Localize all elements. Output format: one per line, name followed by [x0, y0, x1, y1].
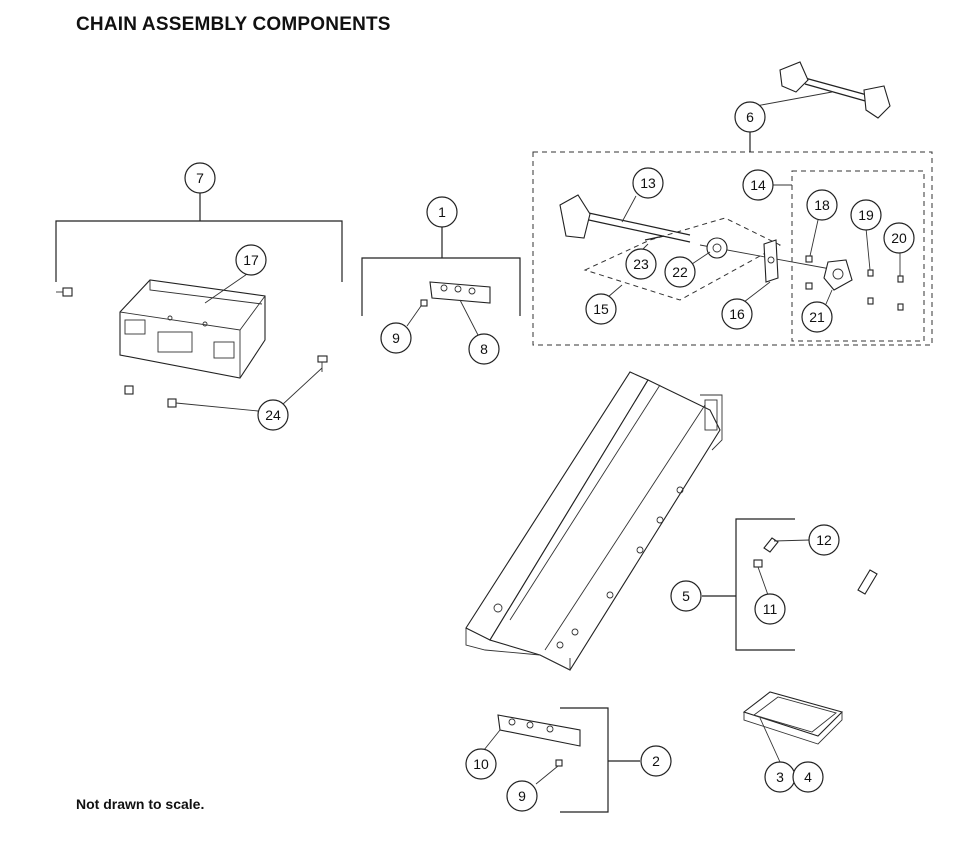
- svg-text:10: 10: [473, 756, 489, 772]
- plate-part-10: [483, 714, 581, 751]
- callout-1[interactable]: 1: [426, 196, 458, 228]
- svg-text:8: 8: [480, 341, 488, 357]
- housing-box-part-17: [119, 279, 266, 379]
- callout-6[interactable]: 6: [734, 101, 766, 133]
- bolt-small-left: [56, 287, 73, 297]
- bearing-part-21: [823, 259, 853, 305]
- callout-10[interactable]: 10: [465, 748, 497, 780]
- callout-4[interactable]: 4: [792, 761, 824, 793]
- bolt-lower-mid: [167, 398, 177, 408]
- callout-11[interactable]: 11: [754, 593, 786, 625]
- plate-part-8: [429, 281, 491, 304]
- svg-text:7: 7: [196, 170, 204, 186]
- plate-group-1: [361, 227, 521, 336]
- bolt-small-lower: [124, 385, 134, 395]
- sprocket-part-22: [691, 237, 728, 265]
- scale-note: Not drawn to scale.: [76, 796, 205, 812]
- nut-part-11: [753, 559, 769, 596]
- bolt-loose: [857, 569, 878, 595]
- callout-23[interactable]: 23: [625, 248, 657, 280]
- svg-text:18: 18: [814, 197, 830, 213]
- callout-3[interactable]: 3: [764, 761, 796, 793]
- conveyor-frame: [465, 371, 723, 671]
- svg-text:2: 2: [652, 753, 660, 769]
- callout-20[interactable]: 20: [883, 222, 915, 254]
- idler-group-5: [702, 518, 878, 651]
- callout-16[interactable]: 16: [721, 298, 753, 330]
- svg-text:14: 14: [750, 177, 766, 193]
- bearing-plate-part-16: [743, 239, 779, 303]
- fastener-part-9: [420, 299, 428, 307]
- subassembly-box-14: [532, 151, 933, 346]
- bearing-subbox: [791, 170, 925, 342]
- callout-2[interactable]: 2: [640, 745, 672, 777]
- callout-21[interactable]: 21: [801, 301, 833, 333]
- diagram-title: CHAIN ASSEMBLY COMPONENTS: [76, 14, 391, 35]
- callout-14[interactable]: 14: [742, 169, 774, 201]
- housing-group: [55, 193, 343, 412]
- fastener-part-9b: [555, 759, 563, 767]
- svg-text:5: 5: [682, 588, 690, 604]
- callout-9-lower[interactable]: 9: [506, 780, 538, 812]
- svg-text:21: 21: [809, 309, 825, 325]
- svg-text:16: 16: [729, 306, 745, 322]
- svg-text:19: 19: [858, 207, 874, 223]
- callout-7[interactable]: 7: [184, 162, 216, 194]
- callout-18[interactable]: 18: [806, 189, 838, 221]
- svg-text:12: 12: [816, 532, 832, 548]
- callout-13[interactable]: 13: [632, 167, 664, 199]
- callout-17[interactable]: 17: [235, 244, 267, 276]
- callout-12[interactable]: 12: [808, 524, 840, 556]
- svg-text:11: 11: [763, 601, 778, 617]
- svg-text:3: 3: [776, 769, 784, 785]
- plate-group-2: [483, 707, 640, 813]
- callout-9-upper[interactable]: 9: [380, 322, 412, 354]
- callout-5[interactable]: 5: [670, 580, 702, 612]
- key-part-23: [644, 235, 665, 241]
- washers-part-19: [865, 227, 874, 305]
- svg-text:20: 20: [891, 230, 907, 246]
- svg-text:22: 22: [672, 264, 688, 280]
- svg-text:23: 23: [633, 256, 649, 272]
- callout-15[interactable]: 15: [585, 293, 617, 325]
- callout-19[interactable]: 19: [850, 199, 882, 231]
- svg-text:4: 4: [804, 769, 812, 785]
- key-subassembly-15: [583, 217, 782, 301]
- svg-text:9: 9: [392, 330, 400, 346]
- callout-8[interactable]: 8: [468, 333, 500, 365]
- svg-text:24: 24: [265, 407, 281, 423]
- bolt-upright-right: [317, 355, 328, 372]
- bolt-part-12: [763, 537, 811, 553]
- nuts-part-20: [897, 252, 904, 311]
- shaft-assembly-part-6: [755, 61, 891, 119]
- svg-text:17: 17: [243, 252, 259, 268]
- callout-22[interactable]: 22: [664, 256, 696, 288]
- drive-shaft-part-13: [559, 194, 837, 271]
- svg-text:6: 6: [746, 109, 754, 125]
- svg-text:1: 1: [438, 204, 446, 220]
- svg-text:13: 13: [640, 175, 656, 191]
- chain-part-3-4: [742, 691, 844, 763]
- callout-24[interactable]: 24: [257, 399, 289, 431]
- svg-text:15: 15: [593, 301, 609, 317]
- bolts-part-18: [805, 219, 819, 290]
- svg-text:9: 9: [518, 788, 526, 804]
